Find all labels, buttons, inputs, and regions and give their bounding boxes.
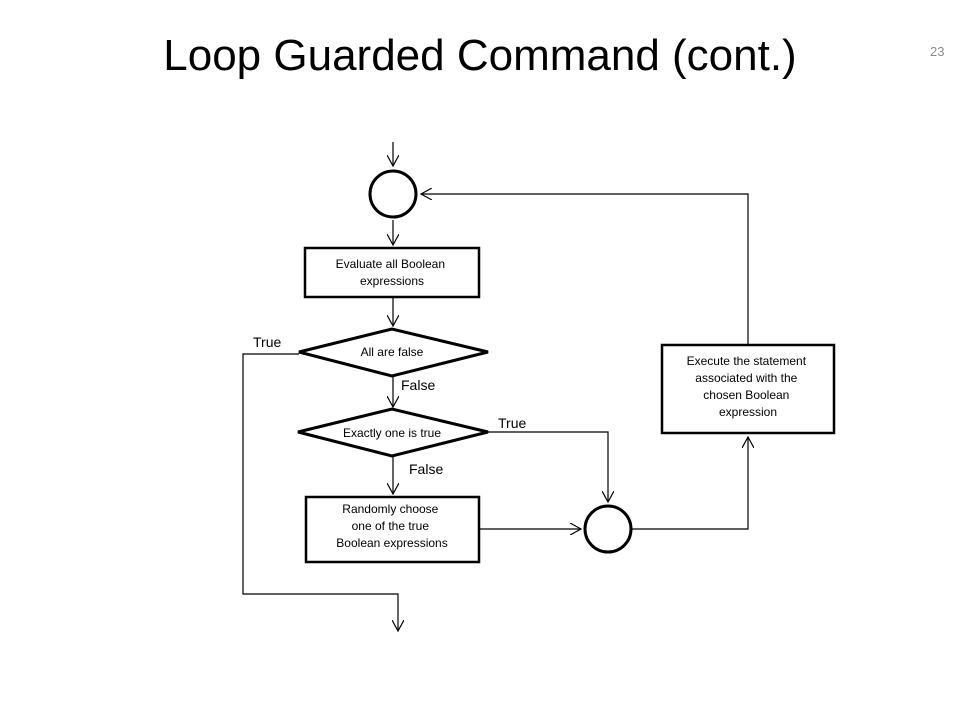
label-all-false-true: True <box>253 334 281 350</box>
all-false-decision: All are false <box>298 327 489 378</box>
label-all-false-false: False <box>401 377 435 393</box>
merge-junction-circle <box>583 504 633 554</box>
edge-all-false-true-exit <box>242 353 398 631</box>
all-false-label: All are false <box>361 345 424 359</box>
edge-execute-loop-back <box>421 194 749 345</box>
execute-box-label: Execute the statement associated with th… <box>687 354 810 419</box>
exactly-one-label: Exactly one is true <box>343 426 441 440</box>
edge-junction-to-execute <box>632 437 748 530</box>
slide-number: 23 <box>930 44 945 59</box>
label-exactly-one-true: True <box>498 415 526 431</box>
exactly-one-decision: Exactly one is true <box>297 407 489 458</box>
evaluate-box: Evaluate all Boolean expressions <box>303 246 481 299</box>
evaluate-box-label: Evaluate all Boolean expressions <box>336 257 449 288</box>
slide-title: Loop Guarded Command (cont.) <box>163 31 797 80</box>
random-choose-box-label: Randomly choose one of the true Boolean … <box>336 502 447 550</box>
loop-junction-circle <box>368 169 418 219</box>
random-choose-box: Randomly choose one of the true Boolean … <box>304 495 481 564</box>
edge-exactly-one-true-to-junction <box>488 431 608 502</box>
label-exactly-one-false: False <box>409 461 443 477</box>
execute-box: Execute the statement associated with th… <box>660 343 836 435</box>
